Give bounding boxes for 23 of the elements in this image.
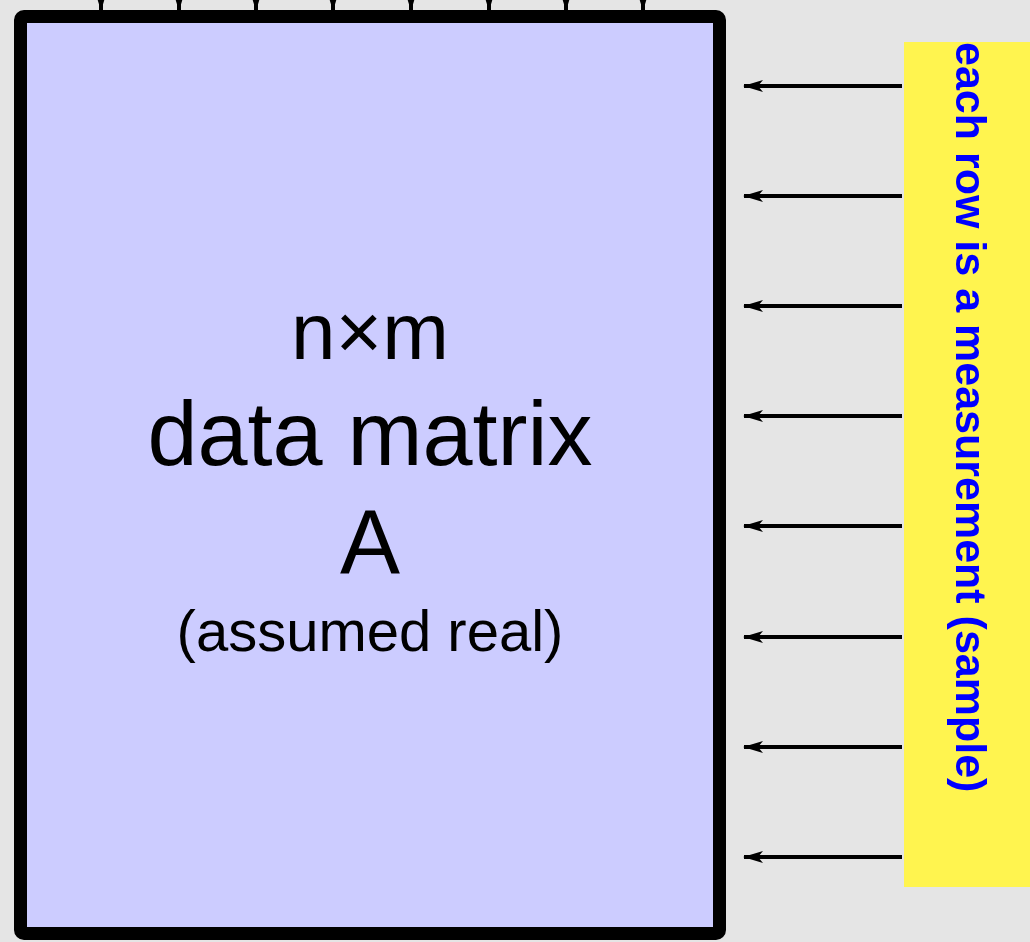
arrow xyxy=(173,0,185,11)
arrow xyxy=(560,0,572,11)
arrow xyxy=(743,80,902,92)
arrow xyxy=(483,0,495,11)
caption-band xyxy=(904,42,1030,887)
arrow xyxy=(743,410,902,422)
arrow xyxy=(637,0,649,11)
matrix-label: data matrix xyxy=(147,383,593,487)
arrow xyxy=(743,190,902,202)
arrow xyxy=(743,741,902,753)
matrix-label: n×m xyxy=(291,286,449,379)
arrow xyxy=(95,0,107,11)
matrix-label: A xyxy=(340,491,400,595)
matrix-box xyxy=(14,10,726,940)
arrow xyxy=(743,851,902,863)
arrow xyxy=(405,0,417,11)
matrix-label: (assumed real) xyxy=(176,597,564,666)
caption-text: each row is a measurement (sample) xyxy=(947,42,993,793)
arrow xyxy=(743,300,902,312)
arrow xyxy=(743,631,902,643)
arrow xyxy=(250,0,262,11)
arrow xyxy=(743,520,902,532)
arrow xyxy=(327,0,339,11)
